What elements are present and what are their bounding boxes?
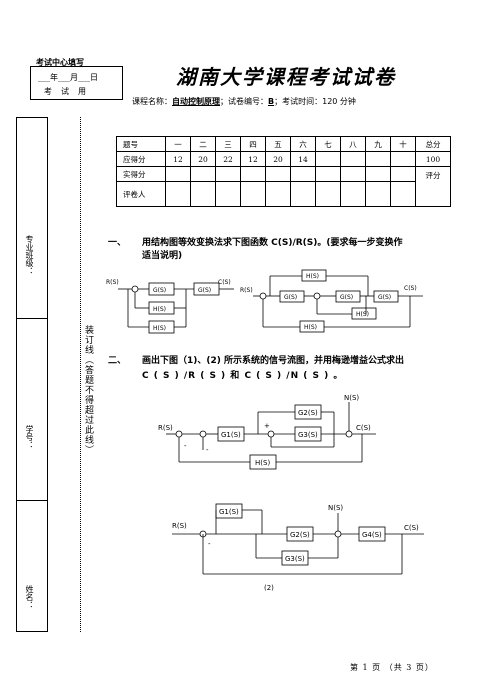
d1b-g2-block: G(S) — [340, 294, 353, 301]
block-diagram-2b: R(S) C(S) N(S) G1(S) G2(S) G3(S) G4(S) -… — [172, 503, 424, 592]
d2a-minus-2: - — [206, 446, 209, 454]
table-row: 应得分 12 20 22 12 20 14 100 — [116, 151, 451, 167]
table-row: 实得分 评分 — [116, 166, 451, 207]
d2a-g3-block: G3(S) — [298, 431, 318, 439]
course-line: 课程名称：自动控制原理；试卷编号：B；考试时间：120 分钟 — [132, 96, 356, 107]
d1b-g3-block: G(S) — [378, 294, 391, 301]
block-diagram-1a: R(S) C(S) G(S) G(S) H(S) H(S) — [106, 279, 234, 334]
date-line: ___年___月___日 — [38, 73, 98, 82]
q2-number: 二、 — [108, 356, 127, 366]
d1b-input-label: R(S) — [240, 287, 253, 294]
page-footer: 第 1 页 （共 3 页） — [350, 663, 434, 672]
table-row: 题号 一 二 三 四 五 六 七 八 九 十 总分 — [116, 136, 451, 152]
d2a-g1-block: G1(S) — [221, 431, 241, 439]
paper-code: B — [268, 97, 275, 106]
exam-use-line: 考试用 — [44, 87, 95, 96]
d1a-h2-block: H(S) — [153, 325, 166, 332]
d2b-input-label: R(S) — [172, 522, 187, 530]
d2a-minus-1: - — [184, 442, 187, 450]
d2b-g3-block: G3(S) — [285, 555, 305, 563]
d1a-output-label: C(S) — [218, 279, 231, 286]
d2a-input-label: R(S) — [158, 424, 173, 432]
d2b-g2-block: G2(S) — [290, 531, 310, 539]
q1-text-line1: 用结构图等效变换法求下图函数 C(S)/R(S)。(要求每一步变换作 — [142, 238, 403, 248]
major-class-field[interactable]: 专业班级： — [25, 235, 34, 275]
table-row: 评卷人 — [116, 181, 451, 207]
paper-code-label: ；试卷编号： — [220, 97, 268, 106]
course-label: 课程名称： — [132, 97, 172, 106]
d2a-h-block: H(S) — [255, 459, 270, 467]
d1b-g1-block: G(S) — [284, 294, 297, 301]
d1a-h1-block: H(S) — [153, 306, 166, 313]
d1a-input-label: R(S) — [106, 279, 119, 286]
d2a-noise-label: N(S) — [344, 394, 359, 402]
block-diagram-1b: R(S) C(S) H(S) G(S) G(S) G(S) H(S) H(S) — [240, 269, 423, 333]
d1b-h-top-block: H(S) — [306, 273, 319, 280]
name-field[interactable]: 姓名： — [25, 585, 34, 609]
d1b-h-bot-block: H(S) — [304, 324, 317, 331]
d1a-g1-block: G(S) — [153, 287, 166, 294]
q2-text-line1: 画出下图（1)、(2) 所示系统的信号流图，并用梅逊增益公式求出 — [142, 356, 404, 366]
d2b-g1-block: G1(S) — [219, 508, 239, 516]
duration-label: ；考试时间：120 分钟 — [274, 97, 356, 106]
d2b-output-label: C(S) — [404, 524, 419, 532]
student-id-field[interactable]: 学号： — [25, 425, 34, 449]
q1-text-line2: 适当说明) — [142, 251, 183, 261]
binding-line — [80, 117, 81, 632]
d2b-g4-block: G4(S) — [362, 531, 382, 539]
exam-center-heading: 考试中心填写 — [36, 58, 84, 67]
d1a-g2-block: G(S) — [198, 287, 211, 294]
course-name: 自动控制原理 — [172, 97, 220, 106]
d2a-plus: + — [264, 422, 270, 430]
page-title: 湖南大学课程考试试卷 — [176, 65, 396, 89]
binding-line-text: 装订线（答题不得超过此线） — [83, 325, 93, 455]
d1b-output-label: C(S) — [404, 285, 417, 292]
d2b-minus: - — [208, 540, 211, 548]
d2a-g2-block: G2(S) — [298, 409, 318, 417]
block-diagram-2a: R(S) C(S) N(S) G1(S) G2(S) G3(S) H(S) - … — [158, 394, 376, 470]
score-table: 题号 一 二 三 四 五 六 七 八 九 十 总分 应得分 12 20 22 1… — [116, 136, 451, 207]
exam-center-box — [30, 66, 123, 100]
q2-text-line2: C ( S ) /R ( S ) 和 C ( S ) /N ( S ) 。 — [142, 371, 344, 381]
d2b-noise-label: N(S) — [328, 504, 343, 512]
student-info-strip — [16, 117, 48, 632]
strip-divider — [16, 318, 48, 319]
d2a-output-label: C(S) — [356, 424, 371, 432]
strip-divider — [16, 500, 48, 501]
d1b-h-mid-block: H(S) — [356, 311, 369, 318]
d2b-caption: (2) — [264, 584, 274, 592]
q1-number: 一、 — [108, 238, 127, 248]
